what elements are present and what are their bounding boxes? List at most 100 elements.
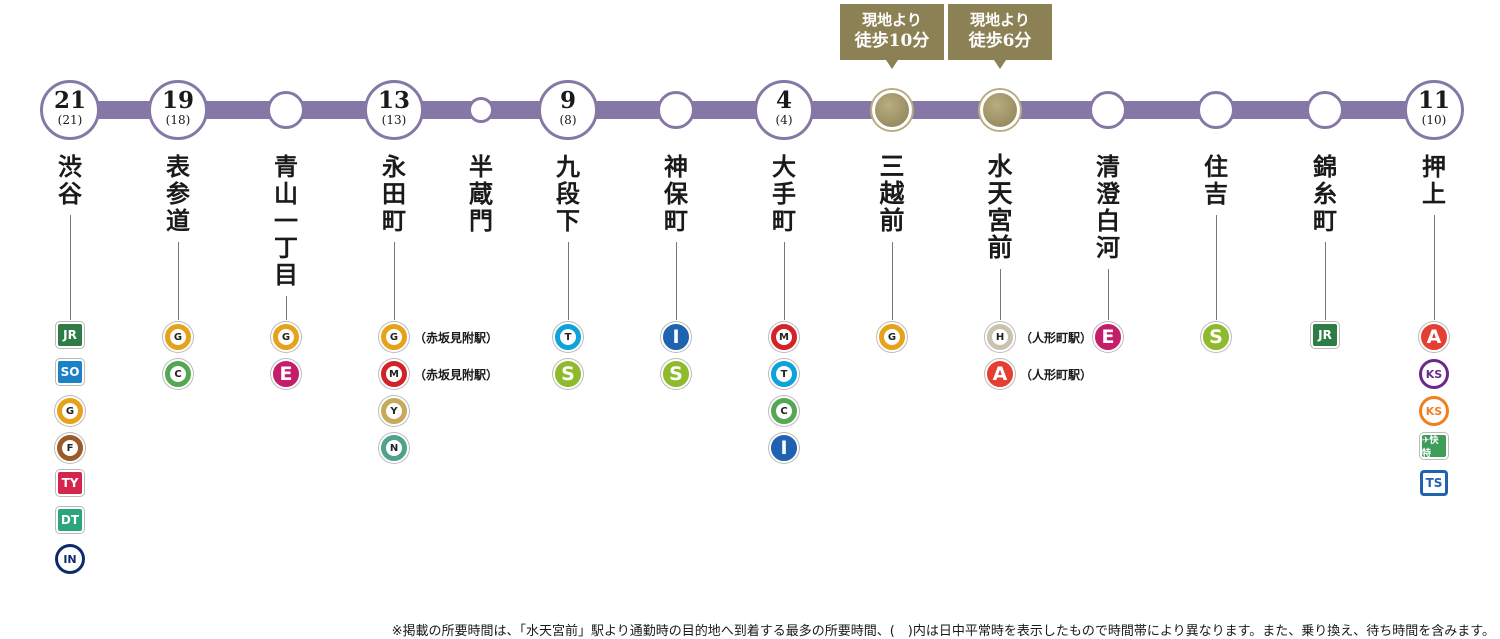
line-badge-g: G xyxy=(271,322,301,352)
transfer-station-note: （人形町駅） xyxy=(1020,331,1093,345)
callout-pointer xyxy=(886,60,898,69)
station-node xyxy=(468,97,494,123)
callout-pointer xyxy=(994,60,1006,69)
transfer-station-note: （赤坂見附駅） xyxy=(414,331,499,345)
line-badge-y: Y xyxy=(379,396,409,426)
walk-time-callout: 現地より徒歩10分 xyxy=(840,4,944,69)
offpeak-minutes: (4) xyxy=(775,113,793,127)
callout-line1: 現地より xyxy=(970,11,1030,29)
station-name: 半蔵門 xyxy=(469,152,493,235)
badge-code: F xyxy=(62,440,78,456)
offpeak-minutes: (13) xyxy=(381,113,407,127)
station-name: 三越前 xyxy=(879,152,905,235)
badge-code: A xyxy=(1426,326,1442,348)
line-badge-in: IN xyxy=(55,544,85,574)
station-node xyxy=(872,90,912,130)
line-badge-c: C xyxy=(769,396,799,426)
station-name: 住吉 xyxy=(1204,152,1228,208)
line-badge-ks: KS xyxy=(1419,396,1449,426)
line-badge-a: A xyxy=(985,359,1015,389)
line-badge-t: T xyxy=(769,359,799,389)
commute-minutes: 4 xyxy=(775,87,792,114)
badge-code: S xyxy=(561,363,575,385)
connector-line xyxy=(784,242,785,320)
station-node: 13(13) xyxy=(364,80,424,140)
station-node xyxy=(1089,91,1127,129)
badge-code: G xyxy=(386,329,402,345)
badge-code: M xyxy=(386,366,402,382)
commute-minutes: 9 xyxy=(559,87,576,114)
station-node xyxy=(657,91,695,129)
offpeak-minutes: (10) xyxy=(1421,113,1447,127)
station-name: 永田町 xyxy=(382,152,406,235)
line-badge-g: G xyxy=(379,322,409,352)
station-node: 11(10) xyxy=(1404,80,1464,140)
station-name: 押上 xyxy=(1422,152,1446,208)
footnote: ※掲載の所要時間は、「水天宮前」駅より通勤時の目的地へ到着する最多の所要時間、(… xyxy=(391,624,1495,639)
line-badge-ts: TS xyxy=(1420,470,1448,496)
callout-line2: 徒歩6分 xyxy=(968,31,1032,51)
line-badge-f: F xyxy=(55,433,85,463)
connector-line xyxy=(1000,269,1001,320)
offpeak-minutes: (21) xyxy=(57,113,83,127)
connector-line xyxy=(178,242,179,320)
badge-code: I xyxy=(672,326,680,348)
station-name: 大手町 xyxy=(772,152,796,235)
badge-code: N xyxy=(386,440,402,456)
badge-code: E xyxy=(279,363,293,385)
station-node: 21(21) xyxy=(40,80,100,140)
station-node: 9(8) xyxy=(538,80,598,140)
badge-code: S xyxy=(669,363,683,385)
station-node xyxy=(980,90,1020,130)
badge-code: C xyxy=(170,366,186,382)
callout-line2: 徒歩10分 xyxy=(854,31,930,51)
station-name: 九段下 xyxy=(556,152,580,235)
line-badge-dt: DT xyxy=(56,507,84,533)
commute-minutes: 11 xyxy=(1417,87,1450,114)
commute-minutes: 19 xyxy=(161,87,194,114)
line-badge-s: S xyxy=(1201,322,1231,352)
badge-code: H xyxy=(992,329,1008,345)
line-badge-g: G xyxy=(163,322,193,352)
station-name: 渋谷 xyxy=(58,152,82,208)
line-badge-t: T xyxy=(553,322,583,352)
line-badge-s: S xyxy=(661,359,691,389)
connector-line xyxy=(676,242,677,320)
line-badge-g: G xyxy=(55,396,85,426)
line-badge-e: E xyxy=(1093,322,1123,352)
connector-line xyxy=(394,242,395,320)
badge-code: G xyxy=(62,403,78,419)
line-badge-g: G xyxy=(877,322,907,352)
line-badge-e: E xyxy=(271,359,301,389)
station-name: 青山一丁目 xyxy=(274,152,298,289)
connector-line xyxy=(1108,269,1109,320)
connector-line xyxy=(1434,215,1435,320)
badge-code: Y xyxy=(386,403,402,419)
line-badge-m: M xyxy=(769,322,799,352)
station-node: 4(4) xyxy=(754,80,814,140)
line-badge-m: M xyxy=(379,359,409,389)
line-badge-i: I xyxy=(661,322,691,352)
transfer-station-note: （赤坂見附駅） xyxy=(414,368,499,382)
badge-code: G xyxy=(884,329,900,345)
line-badge-i: I xyxy=(769,433,799,463)
line-badge-c: C xyxy=(163,359,193,389)
badge-code: T xyxy=(560,329,576,345)
line-badge-ks: KS xyxy=(1419,359,1449,389)
station-node xyxy=(1197,91,1235,129)
badge-code: G xyxy=(170,329,186,345)
line-badge-n: N xyxy=(379,433,409,463)
badge-code: M xyxy=(776,329,792,345)
station-name: 水天宮前 xyxy=(987,152,1013,262)
line-badge-ty: TY xyxy=(56,470,84,496)
walk-time-callout: 現地より徒歩6分 xyxy=(948,4,1052,69)
connector-line xyxy=(568,242,569,320)
connector-line xyxy=(286,296,287,320)
line-badge-jr: JR xyxy=(1311,322,1339,348)
badge-code: I xyxy=(780,437,788,459)
transfer-station-note: （人形町駅） xyxy=(1020,368,1093,382)
line-badge-s: S xyxy=(553,359,583,389)
callout-line1: 現地より xyxy=(862,11,922,29)
station-name: 錦糸町 xyxy=(1313,152,1337,235)
